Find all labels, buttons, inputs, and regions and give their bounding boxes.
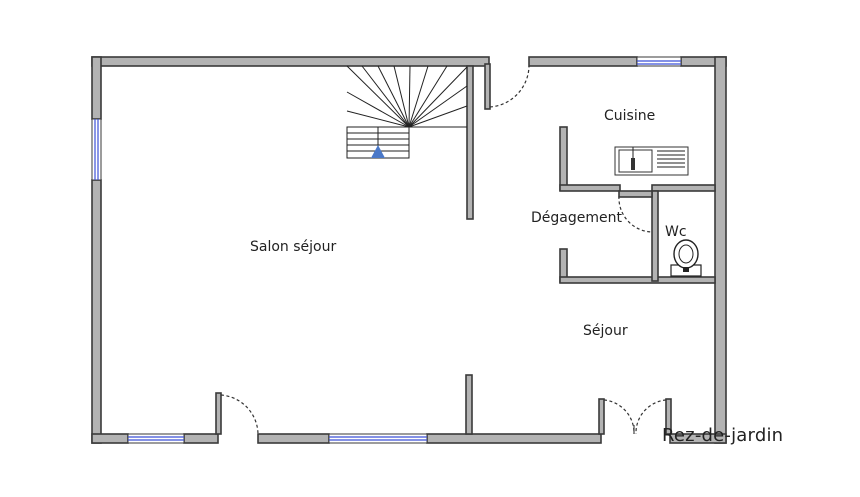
window-bottom-1	[127, 433, 185, 444]
exterior-walls	[91, 56, 727, 444]
wall-sejour-divider	[465, 374, 473, 435]
kitchen-sink-icon	[614, 146, 689, 176]
door-bottom-right	[598, 398, 672, 435]
wall-top-right	[528, 56, 638, 67]
wall-kitchen-bottom-b	[651, 184, 716, 192]
wall-top-left	[91, 56, 490, 67]
room-label-wc: Wc	[665, 224, 687, 240]
door-bottom-left	[215, 392, 259, 435]
toilet-icon	[670, 239, 702, 277]
room-label-degagement: Dégagement	[531, 210, 622, 226]
wall-bottom-2	[183, 433, 219, 444]
window-left	[91, 118, 102, 181]
wall-door-jamb	[618, 190, 653, 198]
interior-walls	[465, 65, 716, 435]
wall-bottom-4	[426, 433, 602, 444]
room-label-cuisine: Cuisine	[604, 108, 655, 124]
room-label-sejour: Séjour	[583, 323, 628, 339]
wall-degagement-bottom	[559, 276, 716, 284]
room-label-salon: Salon séjour	[250, 239, 336, 255]
wall-stair	[466, 65, 474, 220]
wall-left-bottom	[91, 179, 102, 444]
wall-wc-left	[651, 190, 659, 282]
window-top-right	[636, 56, 682, 67]
wall-right	[714, 56, 727, 444]
staircase	[346, 65, 468, 159]
wall-kitchen-bottom-a	[559, 184, 621, 192]
wall-kitchen-left	[559, 126, 568, 191]
wall-bottom-1	[91, 433, 129, 444]
window-bottom-2	[328, 433, 428, 444]
windows	[91, 56, 682, 444]
door-degagement	[618, 195, 654, 233]
wall-bottom-3	[257, 433, 330, 444]
stair-arrow-icon	[371, 145, 385, 158]
wall-bottom-5	[669, 433, 727, 444]
doors	[215, 63, 672, 435]
wall-left-top	[91, 56, 102, 120]
door-top-entry	[484, 63, 530, 110]
level-label: Rez-de-jardin	[662, 425, 783, 446]
